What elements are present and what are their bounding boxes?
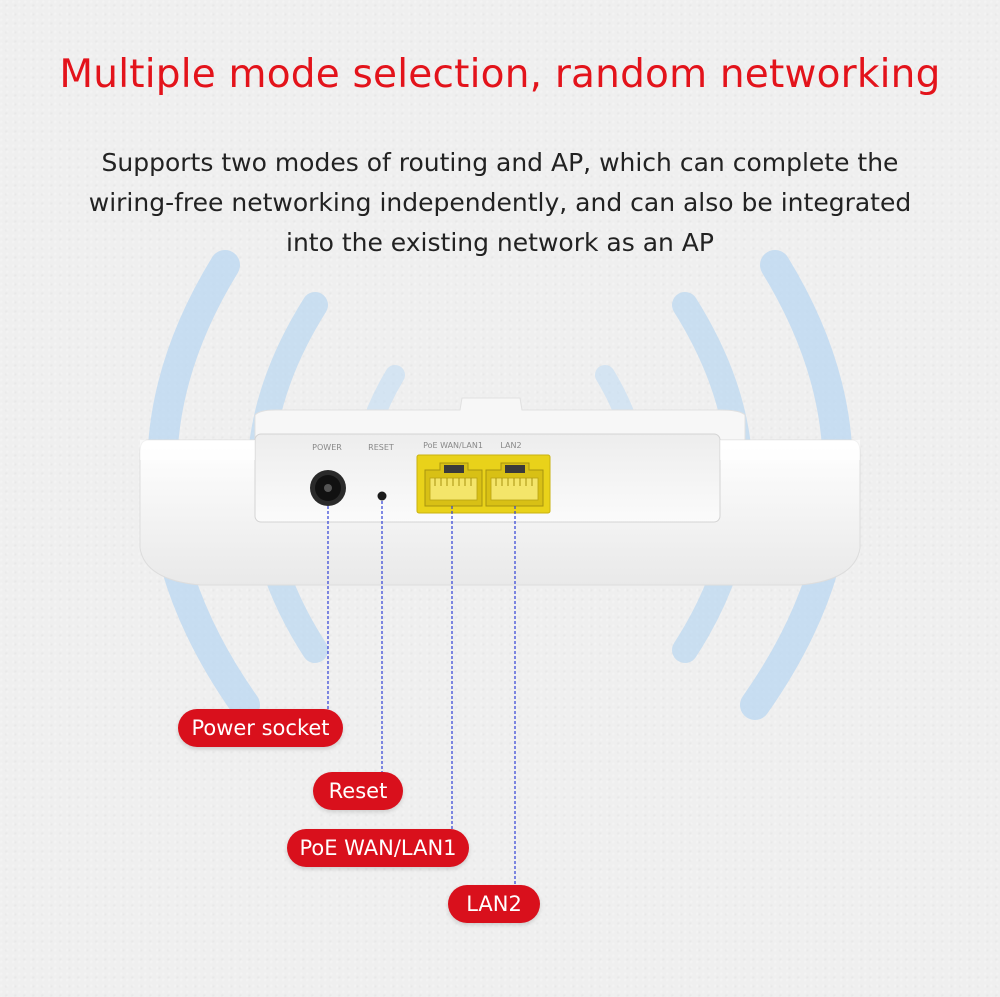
callout-poe-wan-lan1: PoE WAN/LAN1 — [287, 829, 469, 867]
ethernet-port-wan — [424, 462, 483, 507]
description-line-3: into the existing network as an AP — [286, 228, 714, 257]
callout-reset: Reset — [313, 772, 403, 810]
page-description: Supports two modes of routing and AP, wh… — [60, 143, 940, 263]
router-top-cover — [254, 397, 746, 441]
description-line-1: Supports two modes of routing and AP, wh… — [101, 148, 899, 177]
callout-lan2: LAN2 — [448, 885, 540, 923]
reset-pinhole — [377, 491, 387, 501]
ethernet-port-lan2 — [485, 462, 544, 507]
port-label-wan: PoE WAN/LAN1 — [423, 441, 483, 450]
ethernet-port-block — [416, 454, 551, 514]
power-socket-port — [310, 470, 346, 506]
port-label-reset: RESET — [368, 443, 394, 452]
page-title: Multiple mode selection, random networki… — [59, 52, 941, 97]
port-label-power: POWER — [312, 443, 342, 452]
description-line-2: wiring-free networking independently, an… — [88, 188, 912, 217]
callout-power-socket: Power socket — [178, 709, 343, 747]
router-right-wing — [720, 440, 860, 460]
port-label-lan2: LAN2 — [500, 441, 521, 450]
router-left-wing — [140, 440, 255, 460]
